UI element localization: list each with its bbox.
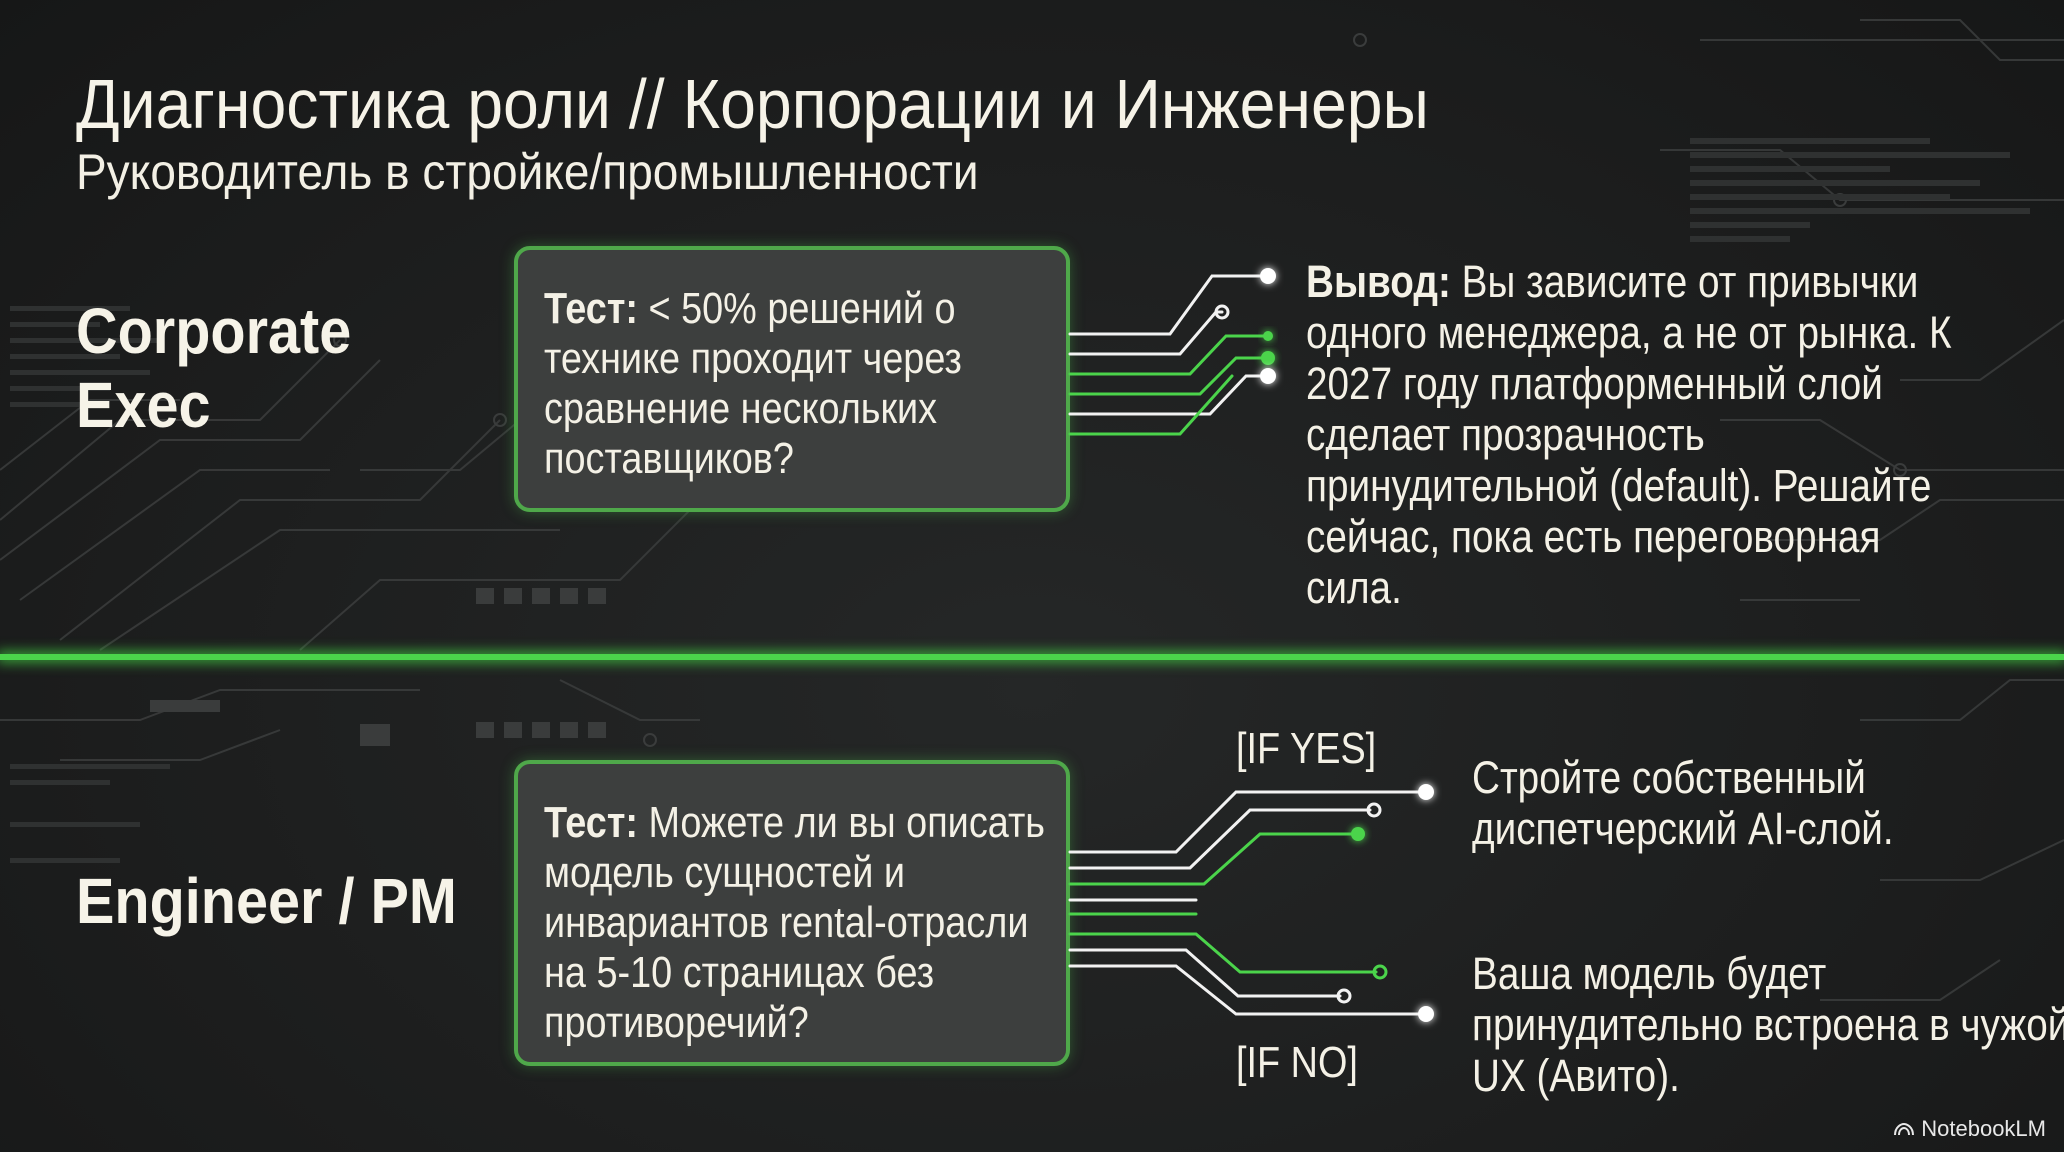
conclusion-block: Вывод: Вы зависите от привычки одного ме… bbox=[1306, 256, 1960, 613]
conclusion-text: Вы зависите от привычки одного менеджера… bbox=[1306, 256, 1952, 613]
node-yes-3 bbox=[1351, 827, 1365, 841]
node-yes-1 bbox=[1418, 784, 1434, 800]
trace-1d bbox=[1068, 356, 1270, 396]
trace-no-3 bbox=[1068, 964, 1428, 1016]
branch-label-if-no: [IF NO] bbox=[1236, 1038, 1358, 1087]
role-label-corporate-exec: Corporate Exec bbox=[76, 295, 352, 441]
brand-name: NotebookLM bbox=[1921, 1116, 2046, 1141]
trace-no-2 bbox=[1068, 948, 1342, 998]
page-subtitle: Руководитель в стройке/промышленности bbox=[76, 144, 979, 200]
outcome-if-yes: Стройте собственный диспетчерский AI-сло… bbox=[1472, 752, 1894, 854]
node-no-1 bbox=[1372, 964, 1388, 980]
node-no-2 bbox=[1336, 988, 1352, 1004]
trace-1a bbox=[1068, 274, 1270, 336]
test-text-block: Тест: < 50% решений о технике проходит ч… bbox=[544, 284, 1069, 484]
node-yes-2 bbox=[1366, 802, 1382, 818]
node-1a bbox=[1260, 268, 1276, 284]
node-1d bbox=[1261, 351, 1275, 365]
role-label-engineer-pm: Engineer / PM bbox=[76, 865, 457, 937]
node-1b bbox=[1214, 304, 1230, 320]
test-label: Тест: bbox=[544, 798, 638, 847]
conclusion-label: Вывод: bbox=[1306, 256, 1451, 307]
node-no-3 bbox=[1418, 1006, 1434, 1022]
section-divider bbox=[0, 654, 2064, 660]
node-1c bbox=[1263, 331, 1273, 341]
test-text-block: Тест: Можете ли вы описать модель сущнос… bbox=[544, 798, 1069, 1048]
trace-yes-2 bbox=[1068, 808, 1372, 870]
trace-yes-1 bbox=[1068, 790, 1428, 854]
trace-1e bbox=[1068, 374, 1270, 416]
test-question: < 50% решений о технике проходит через с… bbox=[544, 284, 962, 483]
notebooklm-icon bbox=[1894, 1122, 1915, 1136]
trace-1c bbox=[1068, 334, 1270, 376]
test-label: Тест: bbox=[544, 284, 638, 333]
test-box-corporate-exec: Тест: < 50% решений о технике проходит ч… bbox=[514, 246, 1070, 512]
brand-watermark: NotebookLM bbox=[1893, 1116, 2046, 1142]
page-title: Диагностика роли // Корпорации и Инженер… bbox=[76, 65, 1429, 143]
trace-1b bbox=[1068, 310, 1224, 356]
outcome-if-no: Ваша модель будет принудительно встроена… bbox=[1472, 948, 2064, 1101]
branch-label-if-yes: [IF YES] bbox=[1236, 724, 1377, 773]
trace-1f bbox=[1068, 374, 1234, 436]
trace-no-1 bbox=[1068, 932, 1378, 974]
trace-yes-3 bbox=[1068, 832, 1360, 886]
test-question: Можете ли вы описать модель сущностей и … bbox=[544, 798, 1046, 1047]
node-1e bbox=[1260, 368, 1276, 384]
test-box-engineer-pm: Тест: Можете ли вы описать модель сущнос… bbox=[514, 760, 1070, 1066]
